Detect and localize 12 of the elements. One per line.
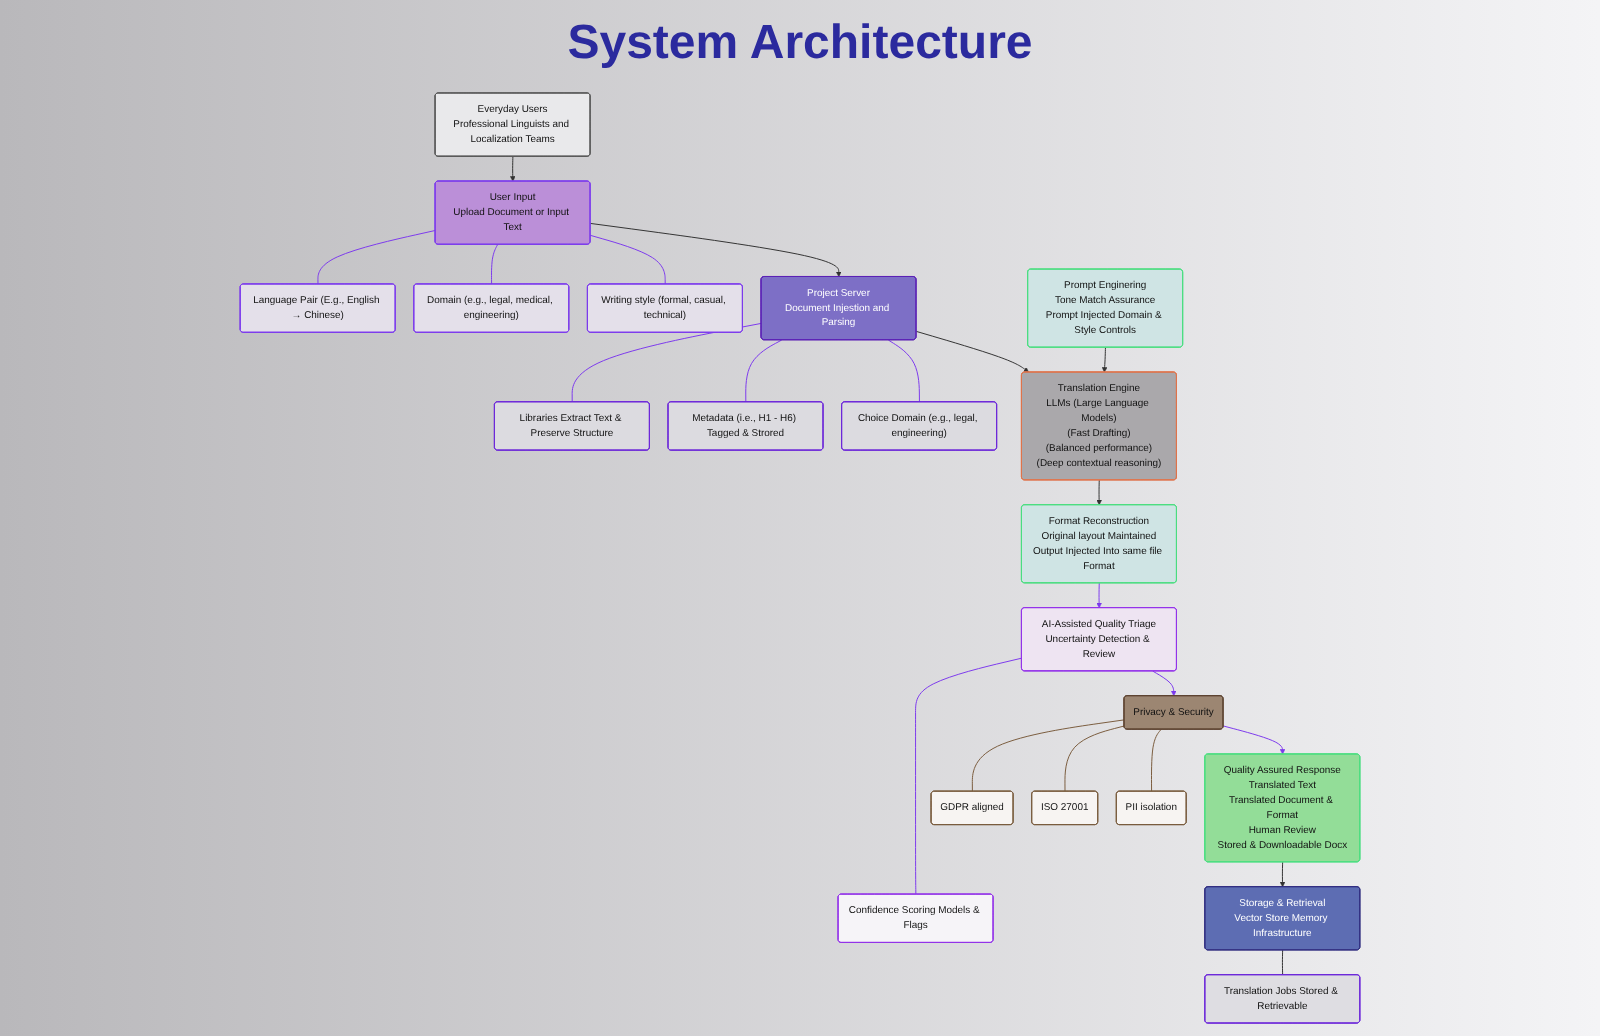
connector xyxy=(1064,725,1125,792)
connector xyxy=(1151,728,1162,792)
connector xyxy=(887,339,920,403)
connector xyxy=(491,244,499,285)
diagram-title: System Architecture xyxy=(565,14,1035,74)
connector xyxy=(317,229,436,285)
connector xyxy=(571,322,762,403)
connector xyxy=(971,719,1125,792)
connector xyxy=(915,657,1023,895)
connector xyxy=(589,234,666,285)
connector xyxy=(745,339,783,403)
connector xyxy=(1281,949,1284,976)
